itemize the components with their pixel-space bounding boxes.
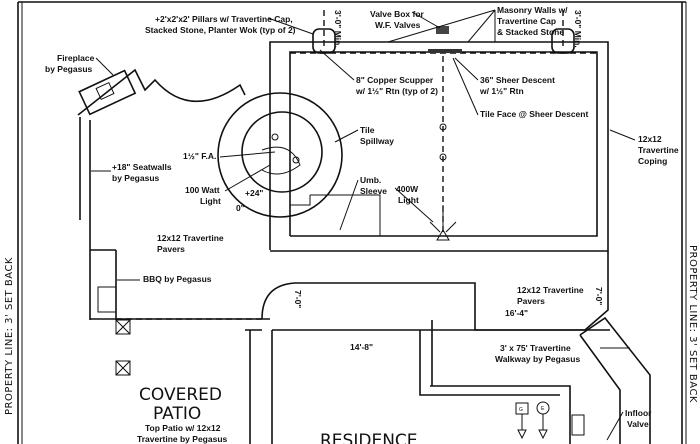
label: by Pegasus [45, 64, 93, 74]
dimension-label: 3'-0" Min. [333, 10, 343, 48]
bbq [97, 286, 117, 313]
dimension-label: 3'-0" Min. [573, 10, 583, 48]
fireplace [78, 69, 137, 116]
equipment-e-label: E [541, 406, 545, 412]
label: w/ 1½" Rtn [479, 86, 524, 96]
label: 12x12 Travertine [157, 233, 224, 243]
label: 8" Copper Scupper [356, 75, 434, 85]
label: Coping [638, 156, 667, 166]
label: Travertine by Pegasus [137, 434, 228, 444]
label: +2'x2'x2' Pillars w/ Travertine Cap, [155, 14, 293, 24]
label: +18" Seatwalls [112, 162, 172, 172]
label: by Pegasus [112, 173, 160, 183]
label: Walkway by Pegasus [495, 354, 580, 364]
pool [269, 41, 609, 252]
label: Travertine Cap [497, 16, 556, 26]
label: Pavers [517, 296, 545, 306]
label: Travertine [638, 145, 679, 155]
covered-patio-title: PATIO [153, 404, 201, 424]
column-marker [115, 319, 131, 335]
residence-title: RESIDENCE [320, 431, 418, 444]
valve-box [436, 26, 449, 34]
label: 1½" F.A. [183, 151, 216, 161]
label: Infloor [625, 408, 652, 418]
pillar-right [551, 10, 575, 54]
dimension-label: 16'-4" [505, 308, 528, 318]
column-marker [115, 360, 131, 376]
label: Tile [360, 125, 375, 135]
label: Masonry Walls w/ [497, 5, 568, 15]
dimension-label: 7'-0" [293, 290, 303, 308]
label: Pavers [157, 244, 185, 254]
label: w/ 1½" Rtn (typ of 2) [355, 86, 438, 96]
label: BBQ by Pegasus [143, 274, 212, 284]
label: +24" [245, 188, 263, 198]
label: Stacked Stone, Planter Wok (typ of 2) [145, 25, 296, 35]
label: & Stacked Stone [497, 27, 564, 37]
label: Umb. [360, 175, 381, 185]
property-line-borders [17, 1, 687, 444]
leader-lines [91, 9, 636, 441]
label: 0" [236, 203, 245, 213]
label: 3' x 75' Travertine [500, 343, 571, 353]
equipment-g-label: G [519, 407, 523, 413]
label: Sleeve [360, 186, 387, 196]
label: Fireplace [57, 53, 95, 63]
pillar-left [312, 10, 336, 54]
property-line-right-label: PROPERTY LINE: 3' SET BACK [687, 245, 698, 403]
label: 100 Watt [185, 185, 220, 195]
deck-outline: G E [77, 68, 651, 444]
pool-light-icon [429, 205, 457, 241]
label: Light [200, 196, 221, 206]
dimension-label: 14'-8" [350, 342, 373, 352]
sheer-descent [428, 49, 462, 53]
label: 36" Sheer Descent [480, 75, 555, 85]
dimension-label: 7'-0" [594, 287, 604, 305]
spa [217, 92, 343, 218]
covered-patio-title: COVERED [139, 385, 222, 405]
label: Top Patio w/ 12x12 [145, 423, 221, 433]
label: 400W [396, 184, 419, 194]
label: Valve [627, 419, 649, 429]
label: Tile Face @ Sheer Descent [480, 109, 588, 119]
property-line-left-label: PROPERTY LINE: 3' SET BACK [4, 257, 15, 415]
label: Spillway [360, 136, 394, 146]
annotations: +2'x2'x2' Pillars w/ Travertine Cap, Sta… [45, 5, 679, 444]
label: 12x12 Travertine [517, 285, 584, 295]
label: 12x12 [638, 134, 662, 144]
label: W.F. Valves [375, 20, 421, 30]
label: Valve Box for [370, 9, 425, 19]
